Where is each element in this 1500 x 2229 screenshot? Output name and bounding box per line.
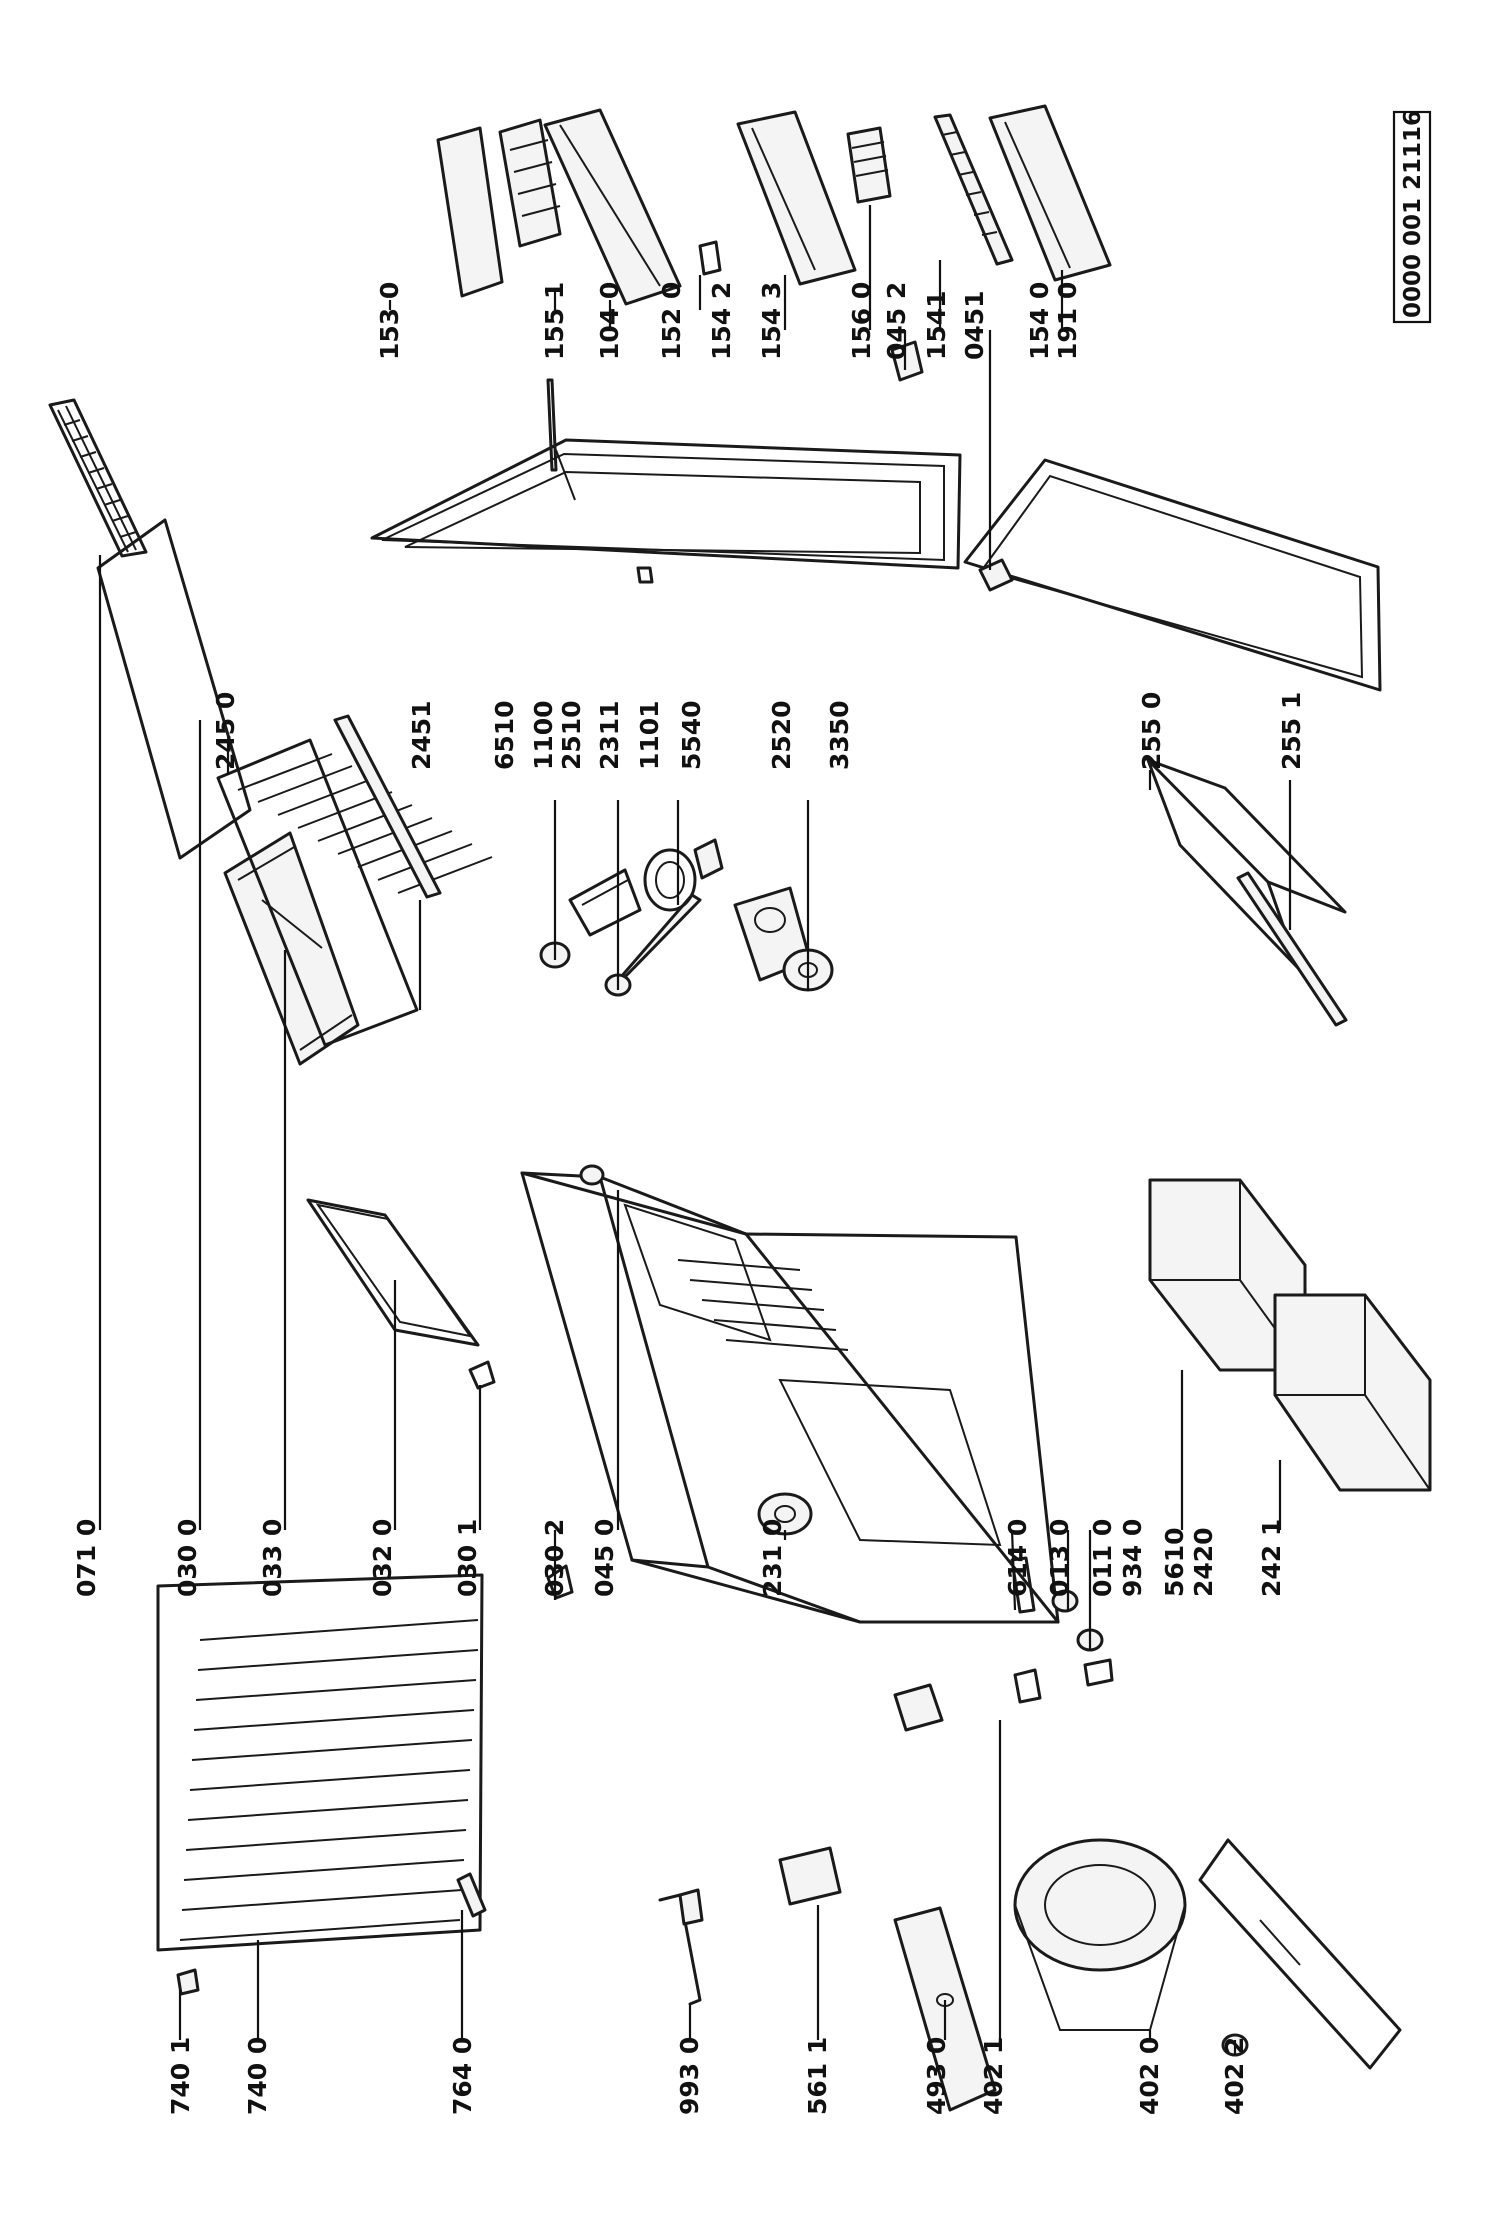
part-7640-drain-tube (456, 1872, 487, 1918)
part-base-plate (1198, 1838, 1402, 2070)
label-934-0: 934 0 (1118, 1519, 1147, 1597)
part-2310-thermostat-housing (757, 1492, 813, 1536)
part-1101-hinge-pin (636, 566, 654, 584)
part-labels: 071 0 030 0 033 0 032 0 030 1 030 2 045 … (72, 282, 1306, 2115)
label-6510: 6510 (490, 700, 519, 770)
label-153-0: 153 0 (375, 282, 404, 360)
label-3350: 3350 (825, 700, 854, 770)
label-152-0: 152 0 (657, 282, 686, 360)
part-1540-bottle-shelf (988, 104, 1112, 282)
label-2451: 2451 (407, 700, 436, 770)
label-2420: 2420 (1189, 1527, 1218, 1597)
part-9340-wire-clip (1083, 1658, 1114, 1687)
label-561-1: 561 1 (803, 2037, 832, 2115)
label-740-0: 740 0 (243, 2037, 272, 2115)
label-155-1: 155 1 (540, 282, 569, 360)
label-614-0: 614 0 (1003, 1519, 1032, 1597)
label-071-0: 071 0 (72, 1519, 101, 1597)
part-1100-hinge-rod (546, 378, 576, 501)
label-030-0: 030 0 (173, 1519, 202, 1597)
label-011-0: 011 0 (1088, 1519, 1117, 1597)
label-154-0: 154 0 (1025, 282, 1054, 360)
part-5540-lamp-holder (643, 838, 724, 912)
label-993-0: 993 0 (675, 2037, 704, 2115)
label-242-1: 242 1 (1257, 1519, 1286, 1597)
label-255-0: 255 0 (1137, 692, 1166, 770)
label-0451: 0451 (960, 290, 989, 360)
label-2520: 2520 (767, 700, 796, 770)
part-0320-shelf-frame (306, 1198, 480, 1347)
part-6140-hinge-bracket (1010, 1556, 1036, 1614)
label-045-0: 045 0 (590, 1519, 619, 1597)
part-0451-hinge (978, 558, 1014, 592)
part-0300-glass-shelf (96, 518, 252, 860)
label-191-0: 191 0 (1053, 282, 1082, 360)
part-7401-evaporator-clip (176, 1968, 200, 1996)
part-4021-relay-box (893, 1683, 944, 1732)
part-1551-egg-tray (498, 118, 562, 248)
label-030-1: 030 1 (453, 1519, 482, 1597)
part-2551-glass-trim (1236, 871, 1348, 1027)
part-0452-hinge (890, 340, 924, 382)
label-245-0: 245 0 (211, 692, 240, 770)
label-154-3: 154 3 (757, 282, 786, 360)
label-032-0: 032 0 (368, 1519, 397, 1597)
label-2311: 2311 (595, 700, 624, 770)
label-1100: 1100 (529, 700, 558, 770)
part-9930-cable (658, 1888, 704, 2006)
part-1040-door (370, 438, 962, 570)
label-764-0: 764 0 (448, 2037, 477, 2115)
part-0301-clip (468, 1360, 496, 1390)
part-2451-shelf-trim (333, 714, 442, 899)
part-4020-compressor (1013, 1838, 1187, 2031)
part-2311-capillary (604, 893, 702, 997)
label-013-0: 013 0 (1045, 1519, 1074, 1597)
label-402-0: 402 0 (1135, 2037, 1164, 2115)
part-1560-butter-box (846, 126, 892, 204)
part-1541-bottle-bar (933, 113, 1014, 266)
label-5540: 5540 (677, 700, 706, 770)
label-231-0: 231 0 (758, 1519, 787, 1597)
label-1541: 1541 (922, 290, 951, 360)
label-1101: 1101 (635, 700, 664, 770)
label-5610: 5610 (1160, 1527, 1189, 1597)
label-493-0: 493 0 (922, 2037, 951, 2115)
part-1542-clip (698, 240, 722, 276)
document-number: 0000 001 21116 (1400, 110, 1426, 318)
label-154-2: 154 2 (707, 282, 736, 360)
label-402-1: 402 1 (979, 2037, 1008, 2115)
label-045-2: 045 2 (882, 282, 911, 360)
part-1520-door-shelf (543, 108, 682, 306)
label-033-0: 033 0 (258, 1519, 287, 1597)
part-2550-glass-plate (1146, 758, 1347, 970)
document-number-box: 0000 001 21116 (1392, 110, 1432, 324)
label-104-0: 104 0 (595, 282, 624, 360)
part-0330-crisper-lid (223, 831, 360, 1066)
part-1530-dairy-lid (436, 126, 504, 298)
label-740-1: 740 1 (166, 2037, 195, 2115)
part-0450-cabinet (520, 1164, 1060, 1624)
part-0710-bottle-rack (48, 398, 148, 558)
part-6140-bottom-clip (1013, 1668, 1042, 1704)
part-1910-door-gasket (963, 458, 1382, 692)
leader-lines (98, 205, 1292, 2055)
label-2510: 2510 (557, 700, 586, 770)
label-156-0: 156 0 (847, 282, 876, 360)
part-5611-relay (778, 1846, 842, 1906)
part-0302-hinge-pin (546, 1564, 574, 1600)
part-2510-thermostat (568, 868, 642, 937)
part-1543-door-shelf (736, 110, 857, 286)
label-255-1: 255 1 (1277, 692, 1306, 770)
label-030-2: 030 2 (540, 1519, 569, 1597)
part-0130-foot (1051, 1589, 1079, 1613)
part-2421-crisper (1273, 1293, 1432, 1492)
part-7400-evaporator (156, 1573, 484, 1952)
label-402-2: 402 2 (1220, 2037, 1249, 2115)
